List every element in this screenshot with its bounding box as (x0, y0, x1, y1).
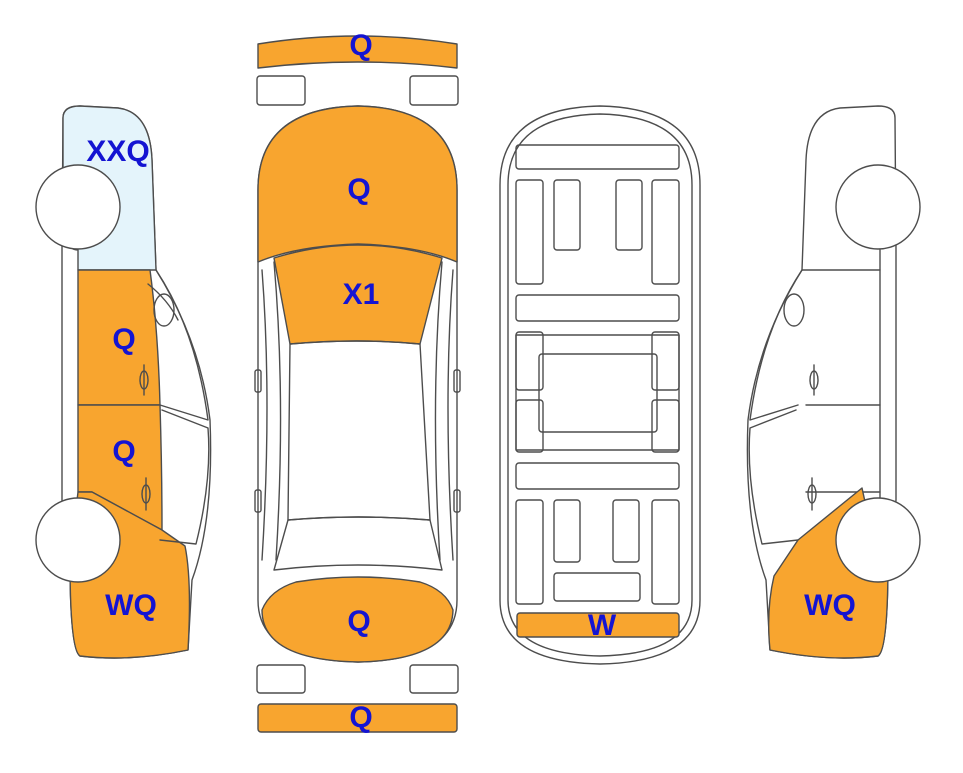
rear-window-panel (274, 517, 442, 570)
underbody-center-tunnel (539, 354, 657, 432)
left-front-wheel (36, 165, 120, 249)
underbody-frame-rr (652, 500, 679, 604)
left-front-door-handle-icon (140, 365, 148, 395)
underbody-rear-member-code: W (587, 609, 617, 642)
underbody-floor-r (652, 332, 679, 390)
left-window-line (156, 270, 208, 420)
underbody-frame-rl (516, 500, 543, 604)
windshield-code: X1 (342, 278, 380, 311)
rear-bumper-panel[interactable] (258, 704, 457, 732)
taillight-right (410, 665, 458, 693)
underbody-tank-l (554, 500, 580, 562)
underbody-rear-member-panel[interactable] (517, 613, 679, 637)
left-front-fender-code: XXQ (86, 135, 150, 168)
trunk-lid-panel[interactable] (262, 577, 453, 662)
handle-left (255, 490, 261, 512)
left-a-pillar (148, 284, 178, 320)
right-door-line (802, 270, 880, 492)
top-right-side-line (448, 270, 453, 560)
right-quarter-panel-code: WQ (804, 589, 856, 622)
right-front-door-handle-icon (810, 365, 818, 395)
left-mirror (154, 294, 174, 326)
right-mirror (784, 294, 804, 326)
right-front-wheel (836, 165, 920, 249)
taillight-left (257, 665, 305, 693)
underbody-inner-outline (508, 114, 692, 656)
right-window-line (750, 270, 802, 420)
underbody-frame-fl (516, 180, 543, 284)
underbody-spare (554, 573, 640, 601)
top-right-side-line-2 (435, 262, 442, 560)
hood-code: Q (347, 173, 371, 206)
roof-panel (288, 341, 430, 520)
underbody-outline (500, 106, 700, 664)
underbody-engine-l (554, 180, 580, 250)
underbody-mid-crossmember (516, 295, 679, 321)
mirror-left (255, 370, 261, 392)
hood-panel[interactable] (258, 106, 457, 262)
underbody-tank-r (613, 500, 639, 562)
front-bumper-panel[interactable] (258, 36, 457, 68)
trunk-lid-code: Q (347, 605, 371, 638)
headlight-right (410, 76, 458, 105)
handle-right (454, 490, 460, 512)
rear-bumper-code: Q (349, 701, 373, 734)
mirror-right (454, 370, 460, 392)
underbody-front-crossmember (516, 145, 679, 169)
left-rear-wheel (36, 498, 120, 582)
top-left-side-line (262, 270, 267, 560)
headlight-left (257, 76, 305, 105)
left-window-line-2 (160, 410, 209, 544)
underbody-rear-crossmember (516, 463, 679, 489)
top-left-side-line-2 (274, 262, 281, 560)
front-bumper-code: Q (349, 29, 373, 62)
right-rear-wheel (836, 498, 920, 582)
top-view (255, 36, 460, 732)
right-window-line-2 (749, 410, 798, 544)
left-front-door-code: Q (112, 323, 136, 356)
right-side-view (747, 106, 920, 658)
underbody-floor-r2 (652, 400, 679, 452)
left-side-view (36, 106, 211, 658)
left-rear-door-handle-icon (142, 478, 150, 510)
underbody-frame-fr (652, 180, 679, 284)
left-rear-door-code: Q (112, 435, 136, 468)
underbody-engine-r (616, 180, 642, 250)
underbody-floor-frame (516, 335, 679, 450)
left-quarter-panel-code: WQ (105, 589, 157, 622)
right-rear-door-handle-icon (808, 478, 816, 510)
underbody-view (500, 106, 700, 664)
